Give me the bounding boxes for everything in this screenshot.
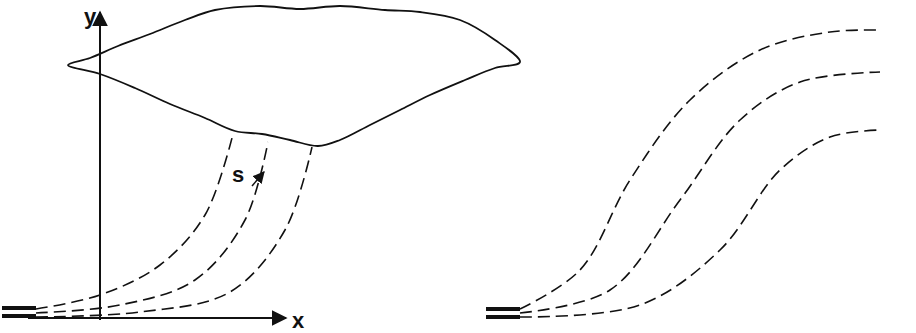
y-axis bbox=[99, 12, 101, 320]
streamline bbox=[520, 130, 880, 317]
streamline bbox=[36, 142, 268, 313]
streamlines bbox=[36, 30, 880, 317]
axis-label: x bbox=[292, 310, 304, 332]
axis-label: y bbox=[84, 6, 96, 28]
x-axis bbox=[28, 317, 286, 319]
nozzle bbox=[2, 306, 520, 319]
axis-label: s bbox=[232, 164, 244, 186]
streamline bbox=[520, 72, 880, 313]
streamline bbox=[520, 30, 880, 309]
s-arrow bbox=[252, 172, 264, 186]
cloud-outline bbox=[68, 6, 520, 146]
streamline bbox=[36, 147, 312, 317]
streamline bbox=[36, 138, 232, 309]
cloud-outline bbox=[68, 6, 520, 146]
